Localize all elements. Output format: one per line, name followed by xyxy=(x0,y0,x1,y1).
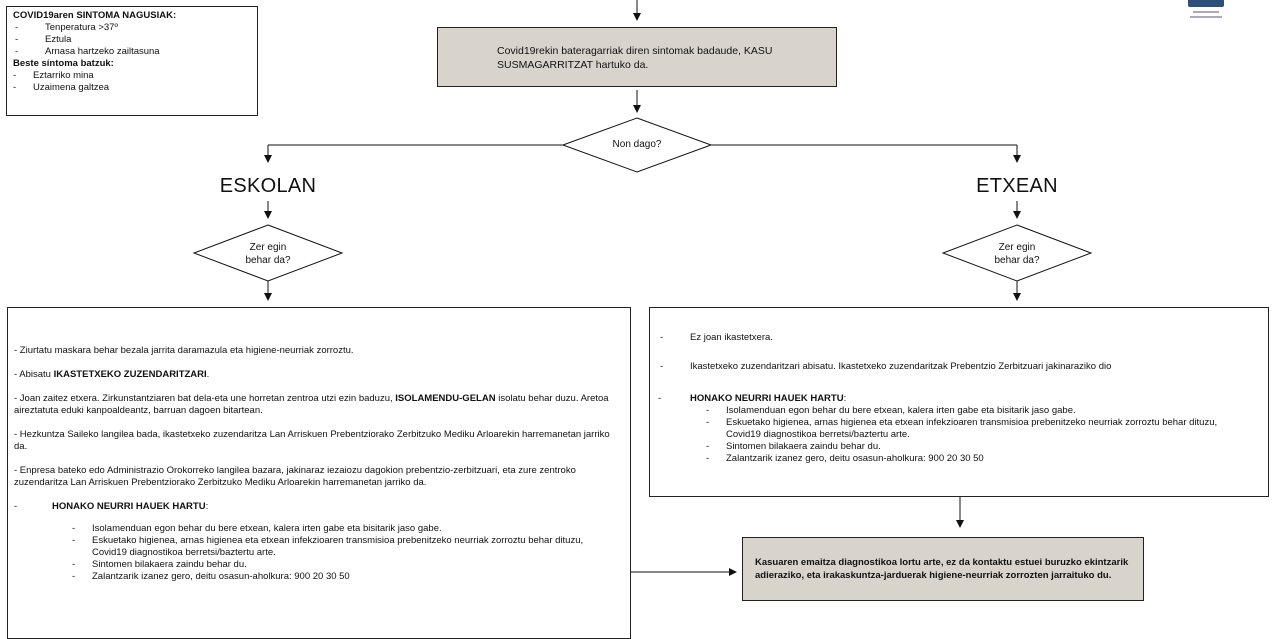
symptoms-box: COVID19aren SINTOMA NAGUSIAK: Tenperatur… xyxy=(6,6,258,116)
text-span: - Abisatu xyxy=(14,369,54,380)
result-text: Kasuaren emaitza diagnostikoa lortu arte… xyxy=(755,557,1129,581)
branch-label-left: ESKOLAN xyxy=(219,175,317,197)
school-step-company-staff: - Enpresa bateko edo Administrazio Oroko… xyxy=(14,465,576,488)
school-step-mask: - Ziurtatu maskara behar bezala jarrita … xyxy=(14,345,354,356)
bold-span: ISOLAMENDU-GELAN xyxy=(395,393,496,404)
home-steps-list: Ez joan ikastetxera. Ikastetxeko zuzenda… xyxy=(658,332,1260,373)
list-item: Eskuetako higienea, arnas higienea eta e… xyxy=(706,417,1240,441)
decision-where-diamond xyxy=(561,117,713,173)
list-item: Sintomen bilakaera zaindu behar du. xyxy=(706,441,1240,453)
bold-span: HONAKO NEURRI HAUEK HARTU xyxy=(690,393,844,404)
list-item: Arnasa hartzeko zailtasuna xyxy=(13,46,251,58)
bold-span: IKASTETXEKO ZUZENDARITZARI xyxy=(53,369,207,380)
branch-label-right: ETXEAN xyxy=(976,175,1058,197)
school-measures-title: -HONAKO NEURRI HAUEK HARTU: xyxy=(14,501,209,512)
list-item: Ez joan ikastetxera. xyxy=(658,332,1260,344)
list-item: Eztarriko mina xyxy=(13,70,251,82)
symptoms-title: COVID19aren SINTOMA NAGUSIAK: xyxy=(13,10,177,21)
school-step-notify: - Abisatu IKASTETXEKO ZUZENDARITZARI. xyxy=(14,369,624,381)
school-actions-box: - Ziurtatu maskara behar bezala jarrita … xyxy=(7,307,631,639)
home-measures-list: Isolamenduan egon behar du bere etxean, … xyxy=(658,405,1260,465)
school-step-home: - Joan zaitez etxera. Zirkunstantziaren … xyxy=(14,393,624,417)
text-span: . xyxy=(206,369,210,380)
decision-what-line1: Zer egin xyxy=(998,242,1036,253)
list-item: Sintomen bilakaera zaindu behar du. xyxy=(72,559,604,571)
suspect-case-box: Covid19rekin bateragarriak diren sintoma… xyxy=(437,27,837,87)
decision-what-line1: Zer egin xyxy=(249,242,287,253)
list-item: Eztula xyxy=(13,34,251,46)
suspect-bold: SUSMAGARRITZAT xyxy=(497,59,593,71)
home-measures-title: -HONAKO NEURRI HAUEK HARTU: xyxy=(658,393,847,404)
suspect-line2: SUSMAGARRITZAT hartuko da. xyxy=(497,58,836,72)
list-item: Zalantzarik izanez gero, deitu osasun-ah… xyxy=(706,453,1240,465)
text-span: isolatu behar duzu. Aretoa aireztatuta e… xyxy=(14,393,609,416)
bold-span: HONAKO NEURRI HAUEK HARTU xyxy=(52,501,206,512)
list-item: Isolamenduan egon behar du bere etxean, … xyxy=(706,405,1240,417)
decision-what-line2: behar da? xyxy=(994,255,1040,266)
suspect-rest: hartuko da. xyxy=(592,59,649,71)
decision-what-left-label: Zer egin behar da? xyxy=(218,241,318,267)
list-item: Isolamenduan egon behar du bere etxean, … xyxy=(72,523,604,535)
symptoms-main-list: Tenperatura >37º Eztula Arnasa hartzeko … xyxy=(13,22,251,58)
other-symptoms-title: Beste síntoma batzuk: xyxy=(13,58,114,69)
list-item: Eskuetako higienea, arnas higienea eta e… xyxy=(72,535,604,559)
school-step-education-staff: - Hezkuntza Saileko langilea bada, ikast… xyxy=(14,429,610,452)
result-box: Kasuaren emaitza diagnostikoa lortu arte… xyxy=(742,537,1144,601)
decision-what-line2: behar da? xyxy=(245,255,291,266)
decision-what-right-label: Zer egin behar da? xyxy=(967,241,1067,267)
list-item: Zalantzarik izanez gero, deitu osasun-ah… xyxy=(72,571,604,583)
list-item: Ikastetxeko zuzendaritzari abisatu. Ikas… xyxy=(658,361,1260,373)
home-actions-box: Ez joan ikastetxera. Ikastetxeko zuzenda… xyxy=(649,307,1269,497)
logo xyxy=(1188,0,1224,22)
list-item: Tenperatura >37º xyxy=(13,22,251,34)
text-span: - Joan zaitez etxera. Zirkunstantziaren … xyxy=(14,393,396,404)
text-span: : xyxy=(843,393,847,404)
text-span: : xyxy=(205,501,209,512)
symptoms-other-list: Eztarriko mina Uzaimena galtzea xyxy=(13,70,251,94)
list-item: Uzaimena galtzea xyxy=(13,82,251,94)
decision-where-label: Non dago? xyxy=(612,139,662,150)
school-measures-list: Isolamenduan egon behar du bere etxean, … xyxy=(14,523,624,583)
suspect-line1: Covid19rekin bateragarriak diren sintoma… xyxy=(497,45,773,57)
